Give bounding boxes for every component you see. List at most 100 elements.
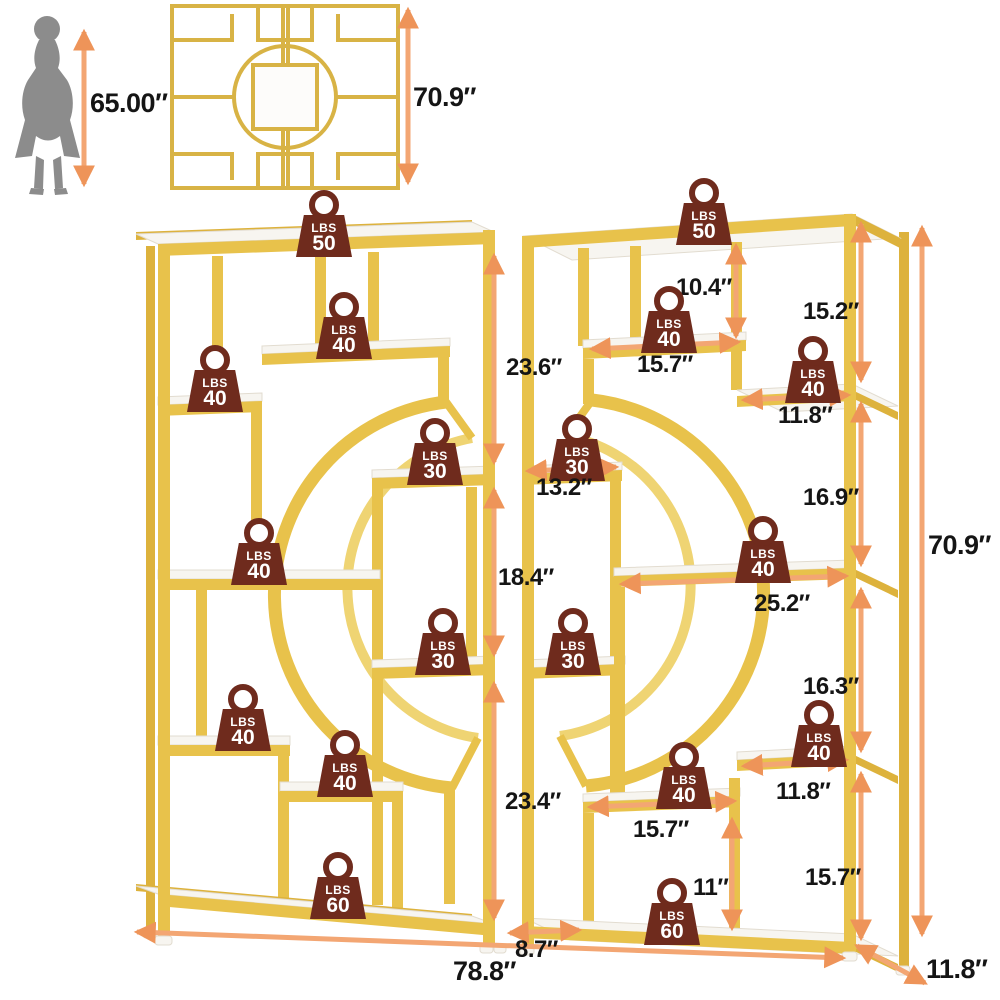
weight-handle-icon bbox=[200, 345, 230, 375]
h-arrow bbox=[506, 919, 583, 944]
shelf-depth-rail bbox=[852, 568, 898, 598]
frame-bar bbox=[438, 357, 449, 405]
weight-handle-icon bbox=[558, 608, 588, 638]
weight-value: 40 bbox=[657, 328, 681, 352]
foot-cap bbox=[841, 951, 858, 962]
weight-value: 60 bbox=[660, 920, 684, 944]
frame-bar bbox=[578, 248, 589, 346]
mini-center-square bbox=[251, 63, 319, 131]
frame-bar bbox=[583, 813, 594, 925]
weight-unit-label: LBS bbox=[230, 715, 256, 730]
mini-top-shelves bbox=[170, 4, 400, 42]
weight-handle-icon bbox=[228, 684, 258, 714]
dimension-label: 15.7″ bbox=[637, 351, 693, 378]
mini-bottom-shelves bbox=[170, 152, 400, 190]
dimension-label: 16.9″ bbox=[803, 484, 859, 511]
weight-handle-icon bbox=[309, 190, 339, 220]
weight-handle-icon bbox=[804, 700, 834, 730]
dimension-label: 15.7″ bbox=[633, 816, 689, 843]
seam-post bbox=[522, 236, 534, 948]
back-post bbox=[146, 246, 155, 936]
dimension-label: 23.6″ bbox=[506, 354, 562, 381]
frame-bar bbox=[466, 487, 477, 668]
overall-width-arrow bbox=[133, 921, 847, 969]
front-post bbox=[844, 214, 856, 954]
weight-value: 40 bbox=[247, 560, 271, 584]
weight-handle-icon bbox=[428, 608, 458, 638]
dimension-label: 23.4″ bbox=[505, 788, 561, 815]
dimension-label: 13.2″ bbox=[536, 474, 592, 501]
weight-unit-label: LBS bbox=[560, 639, 586, 654]
dimension-label: 65.00″ bbox=[90, 88, 168, 118]
weight-handle-icon bbox=[562, 414, 592, 444]
frame-bar bbox=[372, 487, 383, 905]
frame-bar bbox=[614, 587, 625, 798]
weight-handle-icon bbox=[748, 516, 778, 546]
weight-value: 40 bbox=[333, 772, 357, 796]
weight-unit-label: LBS bbox=[691, 209, 717, 224]
weight-unit-label: LBS bbox=[332, 761, 358, 776]
weight-unit-label: LBS bbox=[806, 731, 832, 746]
dimension-label: 8.7″ bbox=[515, 936, 558, 963]
silhouette-body bbox=[15, 40, 80, 158]
weight-value: 50 bbox=[312, 232, 336, 256]
dimension-label: 10.4″ bbox=[676, 274, 732, 301]
front-post bbox=[158, 244, 170, 942]
foot-cap bbox=[154, 935, 173, 946]
frame-bar bbox=[392, 802, 403, 910]
weight-handle-icon bbox=[689, 178, 719, 208]
frame-bar bbox=[444, 786, 455, 904]
weight-handle-icon bbox=[244, 518, 274, 548]
weight-unit-label: LBS bbox=[800, 367, 826, 382]
frame-bar bbox=[212, 256, 223, 397]
weight-handle-icon bbox=[329, 292, 359, 322]
h-arrow bbox=[618, 565, 850, 595]
weight-handle-icon bbox=[669, 742, 699, 772]
frame-bar bbox=[278, 756, 289, 903]
front-view-thumbnail bbox=[170, 4, 400, 190]
weight-unit-label: LBS bbox=[430, 639, 456, 654]
dimension-label: 15.2″ bbox=[803, 298, 859, 325]
dimension-label: 11″ bbox=[693, 874, 729, 901]
right-shelf-unit bbox=[519, 213, 911, 976]
dimension-label: 16.3″ bbox=[803, 673, 859, 700]
dimension-label: 11.8″ bbox=[776, 778, 831, 805]
dimension-label: 70.9″ bbox=[928, 530, 991, 560]
dimension-label: 11.8″ bbox=[778, 402, 833, 429]
weight-handle-icon bbox=[798, 336, 828, 366]
depth-arrow bbox=[854, 943, 928, 986]
frame-bar bbox=[630, 246, 641, 344]
shelf-depth-rail bbox=[852, 390, 898, 420]
frame-bar bbox=[251, 412, 262, 578]
weight-unit-label: LBS bbox=[325, 883, 351, 898]
weight-unit-label: LBS bbox=[202, 376, 228, 391]
arc-front bbox=[585, 393, 771, 793]
frame-bar bbox=[196, 590, 207, 738]
weight-unit-label: LBS bbox=[659, 909, 685, 924]
